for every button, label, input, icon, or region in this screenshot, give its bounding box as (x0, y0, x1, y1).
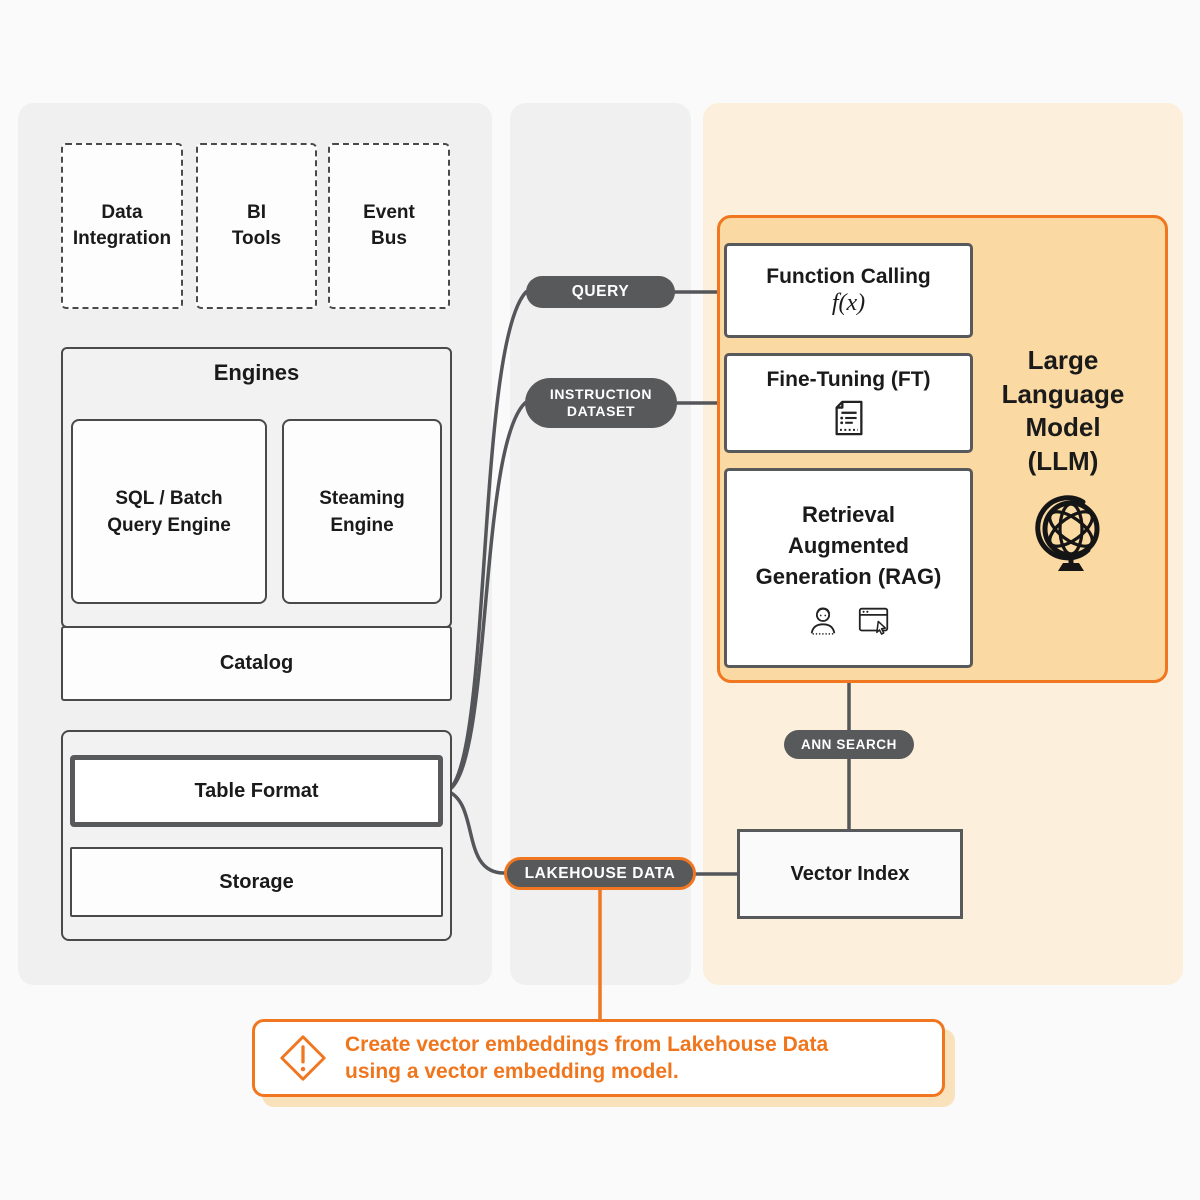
bi-tools-box: BI Tools (196, 143, 317, 309)
sql-batch-query-engine-label: SQL / Batch Query Engine (107, 487, 231, 536)
lakehouse-data-pill-label: LAKEHOUSE DATA (524, 864, 676, 882)
warning-diamond-icon (280, 1035, 326, 1081)
query-pill: QUERY (526, 276, 675, 308)
data-integration-box: Data Integration (61, 143, 183, 309)
fine-tuning-box: Fine-Tuning (FT) (724, 353, 973, 453)
table-format-box: Table Format (70, 755, 443, 827)
query-pill-label: QUERY (571, 283, 630, 300)
function-calling-box: Function Calling f(x) (724, 243, 973, 338)
rag-icons (806, 604, 892, 638)
streaming-engine-box: Steaming Engine (282, 419, 442, 604)
wire-tableformat-to-query (445, 290, 528, 793)
globe-icon (1030, 492, 1110, 578)
vector-index-label: Vector Index (790, 862, 910, 885)
event-bus-label: Event Bus (363, 202, 415, 249)
person-icon (810, 606, 835, 635)
embedding-callout-text: Create vector embeddings from Lakehouse … (345, 1032, 829, 1084)
event-bus-box: Event Bus (328, 143, 450, 309)
wire-tableformat-to-instruction (445, 401, 527, 793)
ann-search-pill-label: ANN SEARCH (800, 737, 897, 752)
wire-tableformat-to-lakehousedata (445, 789, 506, 875)
storage-box: Storage (70, 847, 443, 917)
function-calling-formula: f(x) (831, 289, 866, 316)
fine-tuning-label: Fine-Tuning (FT) (766, 368, 931, 391)
catalog-box: Catalog (61, 626, 452, 701)
instruction-dataset-pill: INSTRUCTION DATASET (525, 378, 677, 428)
sql-batch-query-engine-box: SQL / Batch Query Engine (71, 419, 267, 604)
data-integration-label: Data Integration (72, 202, 172, 249)
instruction-dataset-pill-label: INSTRUCTION DATASET (549, 386, 653, 419)
browser-cursor-icon (858, 607, 888, 635)
dataflow-panel (510, 103, 691, 985)
rag-label: Retrieval Augmented Generation (RAG) (755, 501, 942, 589)
document-icon (835, 400, 862, 436)
bi-tools-label: BI Tools (231, 202, 282, 249)
engines-title: Engines (213, 360, 300, 385)
llm-title: Large Language Model (LLM) (1001, 345, 1125, 476)
storage-label: Storage (219, 870, 294, 893)
catalog-label: Catalog (219, 652, 294, 674)
rag-box: Retrieval Augmented Generation (RAG) (724, 468, 973, 668)
streaming-engine-label: Steaming Engine (319, 487, 405, 536)
embedding-callout: Create vector embeddings from Lakehouse … (252, 1019, 945, 1097)
vector-index-box: Vector Index (737, 829, 963, 919)
table-format-label: Table Format (194, 779, 319, 802)
lakehouse-data-pill: LAKEHOUSE DATA (504, 857, 696, 890)
function-calling-label: Function Calling (766, 264, 931, 288)
ann-search-pill: ANN SEARCH (784, 730, 914, 759)
